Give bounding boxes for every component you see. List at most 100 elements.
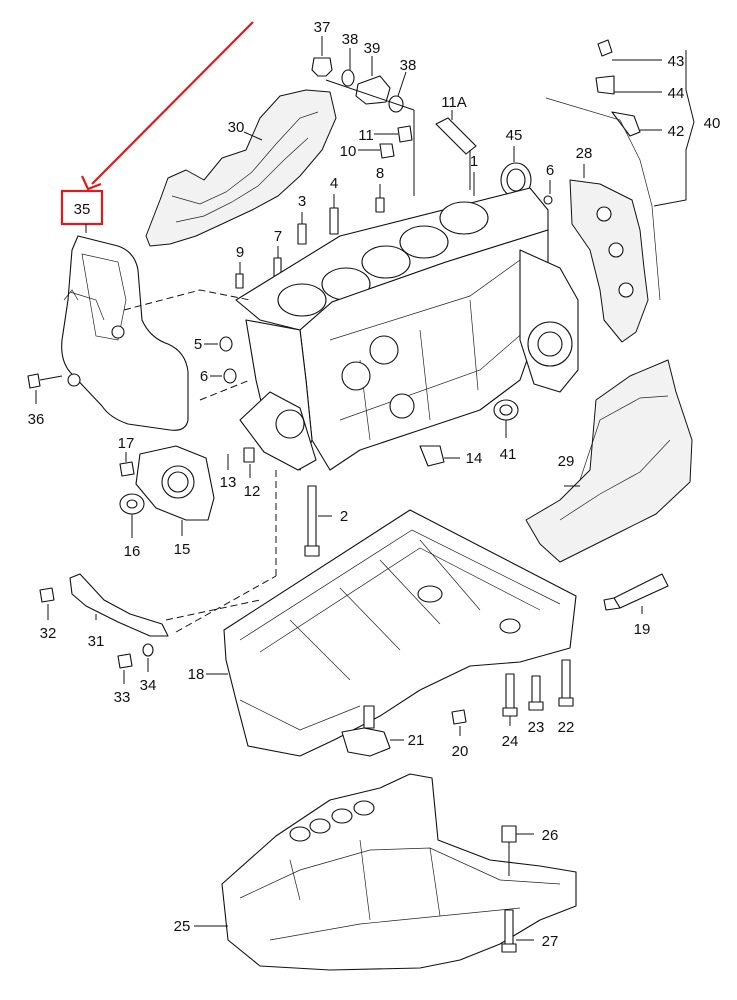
part-45-seal <box>500 146 532 198</box>
callout-40: 40 <box>704 115 721 132</box>
callout-14: 14 <box>466 450 483 467</box>
callout-12: 12 <box>244 483 261 500</box>
part-22-bolt <box>558 659 574 707</box>
callout-31: 31 <box>88 633 105 650</box>
callout-19: 19 <box>634 621 651 638</box>
callout-17: 17 <box>118 435 135 452</box>
part-1-engine-block <box>235 187 579 471</box>
part-16-seal <box>119 493 145 538</box>
callout-21: 21 <box>408 732 425 749</box>
callout-16: 16 <box>124 543 141 560</box>
callout-30: 30 <box>228 119 245 136</box>
callout-13: 13 <box>220 474 237 491</box>
callout-5: 5 <box>194 336 202 353</box>
callout-27: 27 <box>542 933 559 950</box>
part-20-plug <box>451 709 467 736</box>
part-14-sensor <box>419 445 460 467</box>
part-33-bolt <box>117 653 133 684</box>
highlight-box <box>60 189 104 226</box>
part-25-oil-pan-lower <box>221 773 577 971</box>
callout-28: 28 <box>576 145 593 162</box>
callout-20: 20 <box>452 743 469 760</box>
callout-43: 43 <box>668 53 685 70</box>
callout-11a: 11A <box>441 94 467 111</box>
callout-29: 29 <box>558 453 575 470</box>
callout-41: 41 <box>500 446 517 463</box>
part-35-timing-cover <box>61 224 189 431</box>
callout-33: 33 <box>114 689 131 706</box>
callout-23: 23 <box>528 719 545 736</box>
callout-10: 10 <box>340 143 357 160</box>
part-39-bracket <box>355 56 391 105</box>
part-31-bracket <box>69 573 169 637</box>
callout-42: 42 <box>668 123 685 140</box>
callout-8: 8 <box>376 165 384 182</box>
callout-32: 32 <box>40 625 57 642</box>
callout-37: 37 <box>314 19 331 36</box>
assembly-lines <box>123 289 277 633</box>
part-6-plug <box>210 368 237 384</box>
part-32-bolt <box>39 587 55 620</box>
callout-2: 2 <box>340 508 348 525</box>
part-29-heat-shield <box>525 359 693 563</box>
part-43-clip <box>597 39 662 61</box>
part-34-washer <box>142 643 154 672</box>
part-3-pin <box>297 212 307 245</box>
callout-4: 4 <box>330 175 338 192</box>
callout-35: 35 <box>74 201 91 218</box>
part-40-dipstick-tube <box>545 50 695 301</box>
callout-36: 36 <box>28 411 45 428</box>
part-4-stud <box>329 194 339 235</box>
part-23-bolt <box>528 675 544 711</box>
part-24-bolt <box>502 673 518 726</box>
part-8-sleeve <box>375 184 385 213</box>
callout-15: 15 <box>174 541 191 558</box>
part-7-pin <box>273 246 282 277</box>
callout-25: 25 <box>174 918 191 935</box>
part-11a-pipe <box>435 110 477 190</box>
callout-7: 7 <box>274 228 282 245</box>
part-19-sealant <box>603 573 669 614</box>
part-21-pickup <box>341 705 404 757</box>
part-18-oil-pan-upper <box>223 509 577 757</box>
part-17-bolt <box>119 452 135 477</box>
callout-24: 24 <box>502 733 519 750</box>
part-36-bolt <box>27 373 63 389</box>
callout-34: 34 <box>140 677 157 694</box>
callout-26: 26 <box>542 827 559 844</box>
callout-6b: 6 <box>200 368 208 385</box>
part-9-pin <box>235 262 244 289</box>
part-42-bracket <box>611 111 662 137</box>
callout-3: 3 <box>298 193 306 210</box>
highlight-arrow <box>81 21 254 191</box>
part-flange-plate <box>239 391 317 471</box>
callout-38b: 38 <box>400 57 417 74</box>
part-44-bracket <box>595 75 662 95</box>
part-11-bolt <box>374 125 413 143</box>
callout-11: 11 <box>358 127 374 144</box>
callout-22: 22 <box>558 719 575 736</box>
callout-6: 6 <box>546 162 554 179</box>
callout-18: 18 <box>188 666 205 683</box>
part-6-plug-top <box>543 180 553 205</box>
part-2-bolt <box>304 485 332 557</box>
part-15-seal-flange <box>135 445 215 536</box>
callout-39: 39 <box>364 40 381 57</box>
part-30-heat-shield <box>145 89 337 247</box>
part-12-sleeve <box>243 447 255 478</box>
part-28-exhaust-manifold <box>569 164 649 343</box>
part-37-plug <box>311 36 333 77</box>
part-27-bolt <box>501 909 534 953</box>
part-10-nut <box>358 143 395 159</box>
callout-1: 1 <box>470 153 478 170</box>
part-38b-seal-ring <box>388 71 407 113</box>
part-41-seal <box>493 399 519 438</box>
part-5-plug <box>204 336 233 352</box>
part-26-plug <box>501 825 534 876</box>
callout-44: 44 <box>668 85 685 102</box>
callout-45: 45 <box>506 127 523 144</box>
part-38-seal-ring <box>341 48 355 87</box>
callout-38: 38 <box>342 31 359 48</box>
callout-9: 9 <box>236 244 244 261</box>
